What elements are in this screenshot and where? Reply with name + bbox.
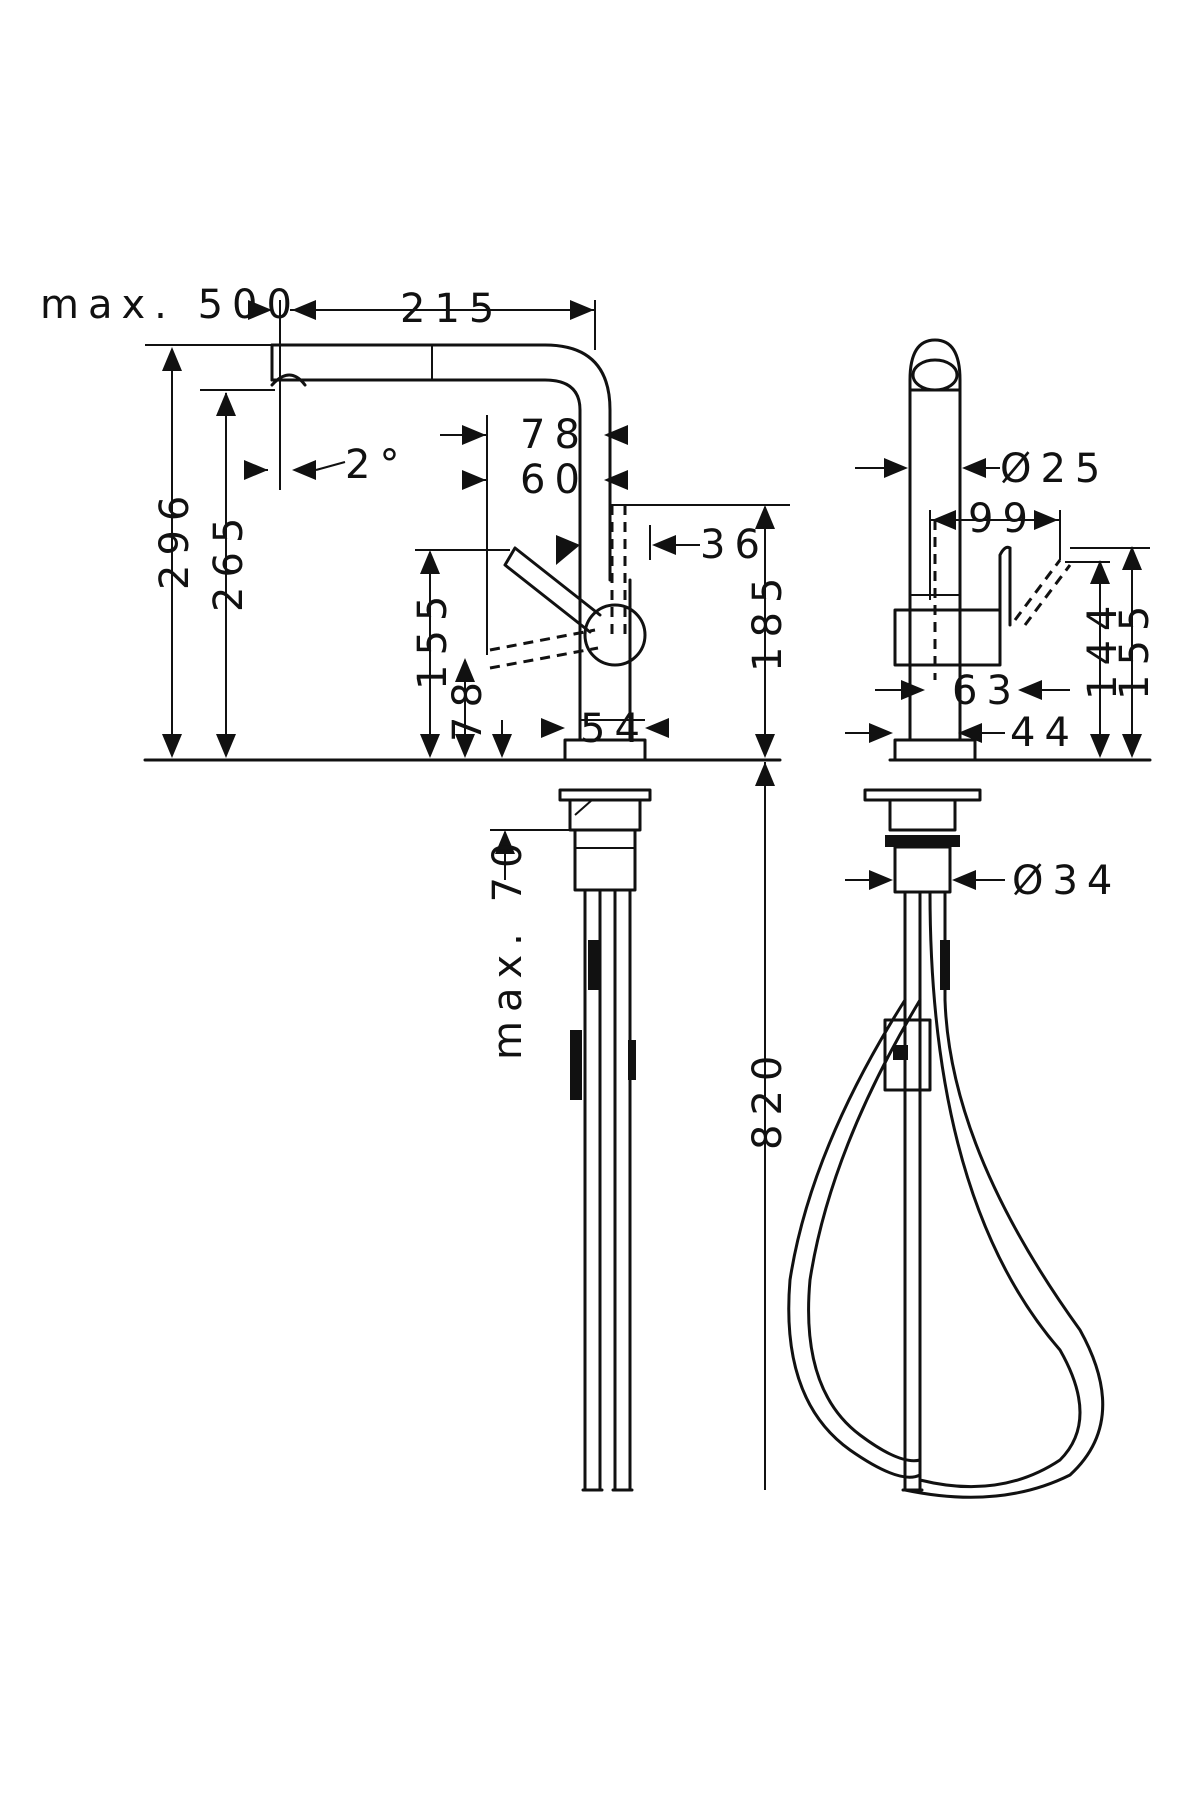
side-flange — [863, 788, 982, 832]
side-lever-handle — [998, 545, 1012, 627]
mounting-flange — [558, 788, 652, 832]
arrow-base-left — [541, 718, 565, 738]
dim-spout-offset: 36 — [700, 522, 769, 568]
side-hose-weight — [883, 1018, 932, 1092]
dim-spout-height: 265 — [206, 509, 252, 612]
arrow-d34-left — [869, 870, 893, 890]
flange-notch — [574, 799, 593, 816]
arrow-thickness-top — [495, 830, 515, 854]
spray-head-outlet — [270, 373, 307, 387]
dim-lever-reach: 78 — [520, 412, 589, 458]
dim-base-width: 54 — [580, 706, 649, 752]
arrow-under-counter-top — [755, 762, 775, 786]
dim-lever-inner: 60 — [520, 457, 589, 503]
side-lock-nut — [885, 835, 960, 847]
arrow-lever-top — [420, 550, 440, 574]
side-hose-loop-inner — [807, 998, 922, 1463]
dim-lever-height: 155 — [410, 587, 456, 690]
arrow-angle-right — [292, 460, 316, 480]
arrow-offset-right — [652, 535, 676, 555]
dim-reach: 215 — [400, 286, 503, 332]
arrow-d25-left — [884, 458, 908, 478]
arrow-lever-reach-right — [604, 425, 628, 445]
dim-angle: 2° — [345, 442, 408, 488]
arrow-offset-left — [556, 535, 580, 565]
lever-handle — [503, 546, 602, 634]
side-spout-end — [911, 358, 959, 392]
dim-spout-diameter: Ø25 — [1000, 446, 1109, 492]
side-weight-mark — [893, 1045, 908, 1060]
arrow-44-right — [958, 723, 982, 743]
arrow-99-right — [1034, 510, 1058, 530]
lever-hub — [583, 603, 647, 667]
arrow-lever-bottom — [420, 734, 440, 758]
dim-lever-low: 78 — [445, 673, 491, 742]
arrow-spout-bottom — [216, 734, 236, 758]
spout — [270, 343, 612, 582]
arrow-d25-right — [962, 458, 986, 478]
dim-under-counter: 820 — [745, 1047, 791, 1150]
dim-body-height: 185 — [745, 569, 791, 672]
arrow-63-left — [901, 680, 925, 700]
front-view: 215 max. 500 2° 296 265 78 60 — [40, 282, 791, 1492]
shank — [573, 828, 637, 892]
hose-weight-right — [628, 1040, 636, 1080]
arrow-total-top — [162, 347, 182, 371]
side-hose-connector — [940, 940, 950, 990]
arrow-d34-right — [952, 870, 976, 890]
arrow-63-right — [1018, 680, 1042, 700]
dim-body-width: 44 — [1010, 710, 1079, 756]
dim-lever-offset: 63 — [952, 668, 1021, 714]
arrow-lever-low-bottom — [455, 734, 475, 758]
dim-lever-height-inner: 144 — [1080, 597, 1126, 700]
side-hose-loop-left — [787, 998, 922, 1479]
arrow-body-top — [755, 505, 775, 529]
dim-lever-depth: 99 — [968, 496, 1037, 542]
side-spout-body — [908, 388, 962, 742]
arrow-lever-low-bottom-2 — [492, 734, 512, 758]
hose-connector-left — [588, 940, 600, 990]
dim-counter-thickness: max. 70 — [485, 834, 531, 1060]
arrow-144-bottom — [1090, 734, 1110, 758]
side-spout-top — [908, 338, 962, 392]
arrow-lever-low-top — [455, 658, 475, 682]
side-base — [893, 738, 977, 762]
arrow-total-bottom — [162, 734, 182, 758]
side-view: Ø25 99 144 155 63 44 — [787, 338, 1158, 1499]
leader-angle — [315, 461, 346, 471]
hose-weight-left — [570, 1030, 582, 1100]
arrow-pullout — [248, 300, 272, 320]
dim-shank-diameter: Ø34 — [1012, 858, 1121, 904]
arrow-reach-right — [570, 300, 594, 320]
dim-total-height: 296 — [152, 487, 198, 590]
side-lever-block — [893, 608, 1002, 667]
arrow-44-left — [869, 723, 893, 743]
arrow-144-top — [1090, 560, 1110, 584]
arrow-99-left — [932, 510, 956, 530]
arrow-base-right — [645, 718, 669, 738]
arrow-lever-inner-left — [462, 470, 486, 490]
arrow-body-bottom — [755, 734, 775, 758]
dim-lever-height-outer: 155 — [1112, 597, 1158, 700]
side-hose-outer — [903, 890, 1105, 1499]
arrow-155-bottom — [1122, 734, 1142, 758]
side-hose-main — [903, 890, 1082, 1492]
side-shank — [893, 845, 952, 894]
arrow-lever-inner-right — [604, 470, 628, 490]
arrow-spout-top — [216, 392, 236, 416]
supply-hoses — [583, 888, 632, 1492]
lever-alt-position — [489, 628, 599, 670]
dim-max-pullout: max. 500 — [40, 282, 301, 328]
arrow-lever-reach-left — [462, 425, 486, 445]
arrow-155-top — [1122, 546, 1142, 570]
arrow-reach-left — [292, 300, 316, 320]
side-lever-alt — [1013, 559, 1072, 626]
